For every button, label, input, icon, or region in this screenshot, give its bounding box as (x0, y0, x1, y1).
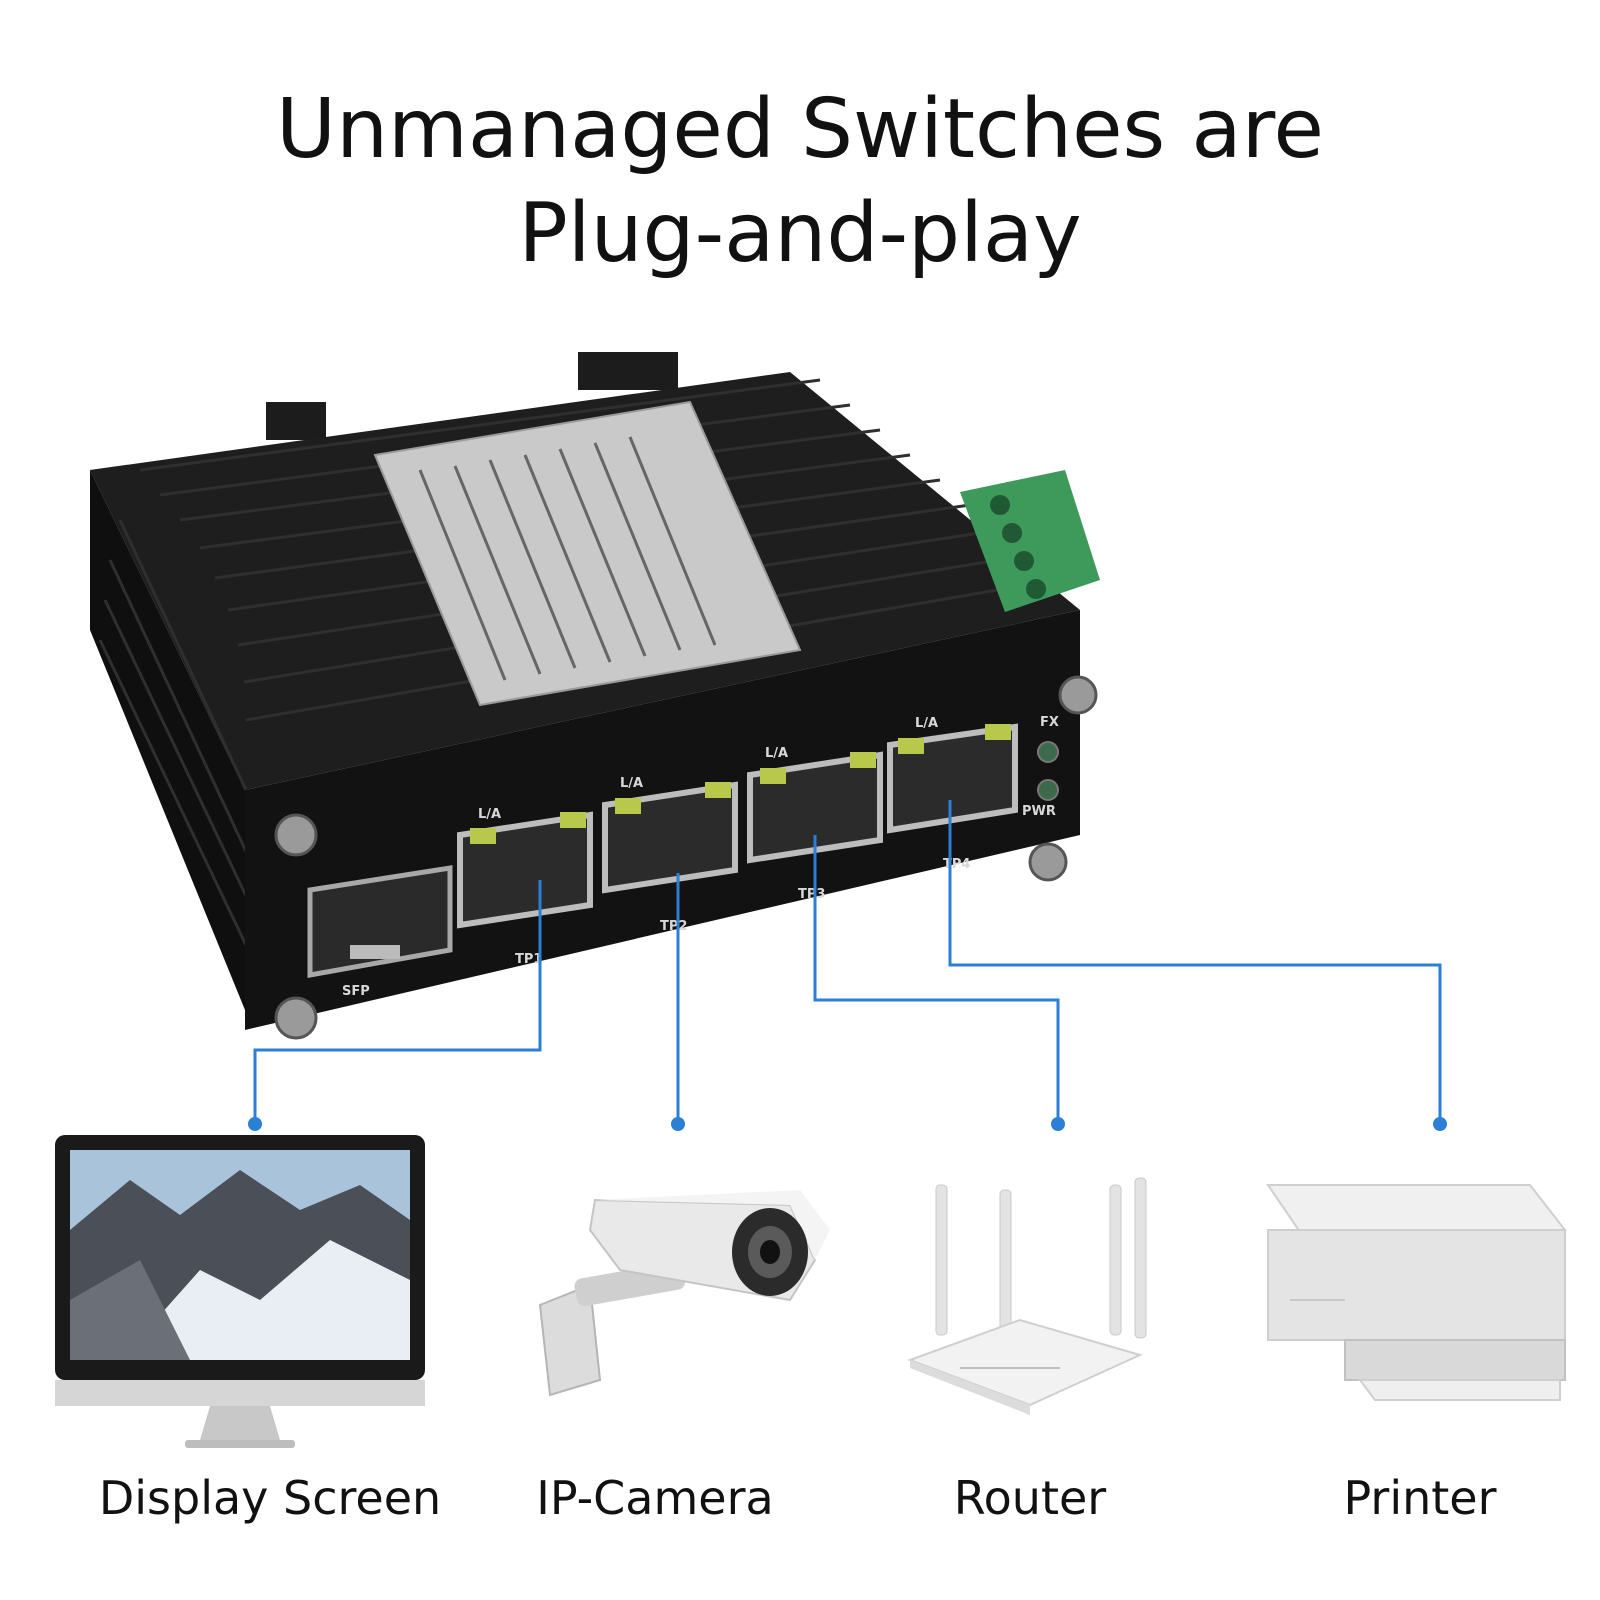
title-line-1: Unmanaged Switches are (276, 82, 1324, 177)
status-led-label: PWR (1022, 804, 1056, 819)
page-title: Unmanaged Switches are Plug-and-play (0, 78, 1600, 286)
screw-icon (274, 813, 318, 857)
connector-router (813, 835, 1060, 1122)
product-label-sticker (373, 400, 802, 707)
status-led-label: FX (1040, 715, 1059, 730)
led-label: L/A (478, 807, 501, 822)
port-label: TP2 (660, 919, 687, 934)
device-label-router: Router (953, 1471, 1107, 1525)
device-label-printer: Printer (1343, 1471, 1497, 1525)
led-label: L/A (915, 716, 938, 731)
switch-side-face (90, 470, 245, 1010)
connector-endpoint (248, 1117, 262, 1131)
sfp-port (307, 865, 453, 978)
device-label-display-screen: Display Screen (98, 1471, 442, 1525)
title-line-2: Plug-and-play (518, 186, 1082, 281)
connector-endpoint (671, 1117, 685, 1131)
connector-display (253, 880, 542, 1122)
port-label: TP3 (798, 887, 825, 902)
led-label: L/A (765, 746, 788, 761)
sfp-label: SFP (342, 984, 370, 999)
printer-icon (1266, 1184, 1568, 1401)
device-label-ip-camera: IP-Camera (536, 1471, 774, 1525)
led-label: L/A (620, 776, 643, 791)
din-clip (578, 352, 678, 390)
status-led (1037, 741, 1059, 763)
connector-printer (948, 800, 1442, 1122)
screw-icon (274, 996, 318, 1040)
connector-endpoint (1433, 1117, 1447, 1131)
camera-icon (538, 1190, 830, 1397)
connection-lines (253, 800, 1442, 1122)
port-label: TP1 (515, 952, 542, 967)
router-icon (907, 1177, 1147, 1415)
din-clip (266, 402, 326, 440)
screw-icon (1058, 675, 1098, 715)
ethernet-switch-icon: L/A L/A L/A L/A TP1 TP2 TP3 TP4 SFP FX P… (90, 352, 1100, 1040)
screw-icon (1028, 842, 1068, 882)
port-label: TP4 (943, 857, 970, 872)
monitor-icon (55, 1135, 425, 1448)
status-led (1037, 779, 1059, 801)
connector-endpoint (1051, 1117, 1065, 1131)
